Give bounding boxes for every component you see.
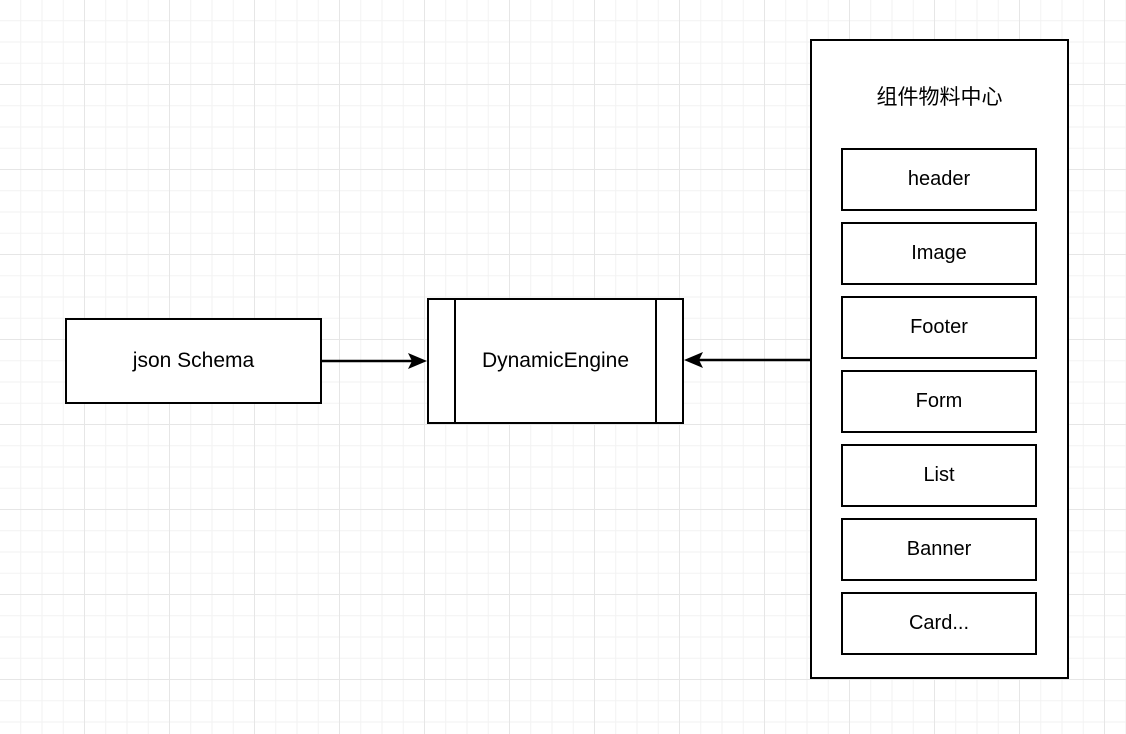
list-item-label: header [907, 168, 971, 190]
list-item[interactable]: Form [841, 370, 1037, 433]
node-dynamic-engine[interactable]: DynamicEngine [427, 298, 684, 424]
list-item[interactable]: Banner [841, 518, 1037, 581]
list-item[interactable]: header [841, 148, 1037, 211]
process-right-bar [655, 298, 657, 424]
arrowhead-icon [408, 353, 427, 369]
node-dynamic-engine-label: DynamicEngine [481, 349, 630, 372]
material-center-title: 组件物料中心 [876, 85, 1003, 109]
list-item[interactable]: Image [841, 222, 1037, 285]
list-item[interactable]: List [841, 444, 1037, 507]
list-item-label: Image [911, 242, 967, 264]
list-item-label: Footer [910, 316, 968, 338]
edge-material-to-engine[interactable] [684, 352, 810, 368]
list-item[interactable]: Card... [841, 592, 1037, 655]
list-item-label: List [923, 464, 955, 486]
list-item-label: Banner [906, 538, 972, 560]
node-json-schema-label: json Schema [132, 349, 255, 372]
process-left-bar [454, 298, 456, 424]
arrowhead-icon [684, 352, 703, 368]
list-item[interactable]: Footer [841, 296, 1037, 359]
node-json-schema[interactable]: json Schema [65, 318, 322, 404]
list-item-label: Card... [908, 612, 970, 634]
list-item-label: Form [915, 390, 963, 412]
material-center-list: header Image Footer Form List Banner Car… [841, 148, 1037, 666]
node-material-center[interactable]: 组件物料中心 header Image Footer Form List Ban… [810, 39, 1069, 679]
edge-schema-to-engine[interactable] [322, 353, 427, 369]
